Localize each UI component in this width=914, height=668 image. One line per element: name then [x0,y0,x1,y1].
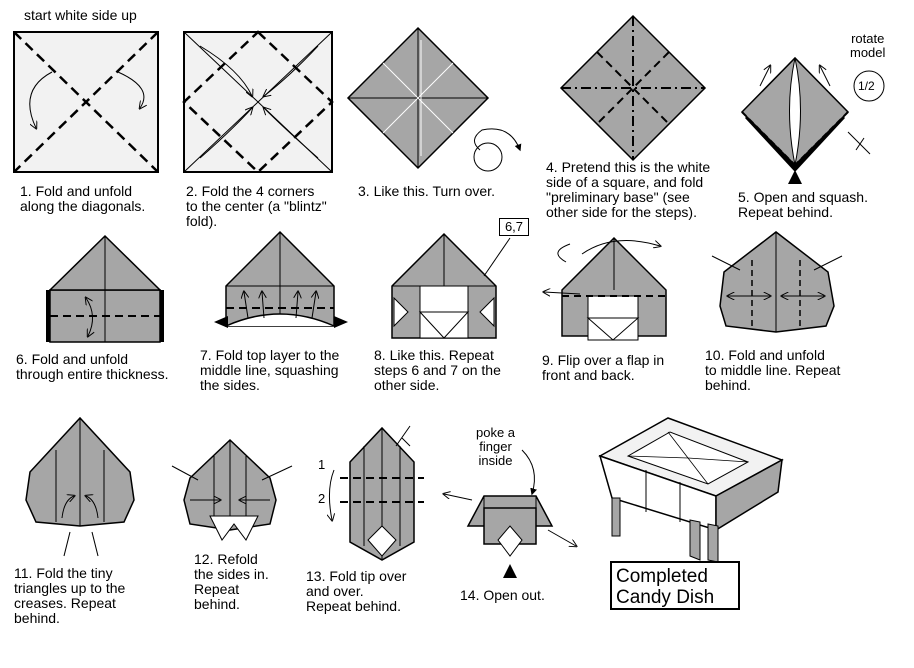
step-4-caption: 4. Pretend this is the white side of a s… [546,159,711,220]
step-9-caption: 9. Flip over a flap in front and back. [542,352,665,383]
start-note: start white side up [24,7,137,23]
step-12-caption: 12. Refold the sides in. Repeat behind. [194,551,269,612]
push-arrow-icon [503,564,517,578]
step-5-caption: 5. Open and squash. Repeat behind. [738,189,868,220]
fold-arrow-icon [199,45,252,96]
step-11-figure [25,416,135,557]
step-1-caption: 1. Fold and unfold along the diagonals. [20,183,146,214]
step-12-figure [171,438,293,541]
step-6-figure [46,234,164,343]
step-6-caption: 6. Fold and unfold through entire thickn… [16,351,169,382]
step-2-caption: 2. Fold the 4 corners to the center (a "… [186,183,327,229]
step-8-caption: 8. Like this. Repeat steps 6 and 7 on th… [374,347,501,393]
rotate-model-note: rotate model [850,31,886,60]
rotate-icon [853,70,885,102]
step-14-caption: 14. Open out. [460,587,545,603]
rotate-fraction: 1/2 [858,79,875,93]
fold-marker-2: 2 [318,491,326,506]
fold-arrow-icon [264,108,319,159]
fold-arrow-icon [264,45,319,96]
step-14-figure [444,449,576,578]
fold-arrow-icon [29,71,53,128]
step-11-caption: 11. Fold the tiny triangles up to the cr… [14,565,126,626]
step-10-caption: 10. Fold and unfold to middle line. Repe… [705,347,841,393]
step-13-caption: 13. Fold tip over and over. Repeat behin… [306,568,407,614]
fold-arrow-icon [199,108,252,159]
step-3-caption: 3. Like this. Turn over. [358,183,495,199]
step-2-figure [182,30,334,174]
poke-note: poke a finger inside [476,425,516,468]
step-8-figure [391,232,511,339]
fold-unfold-arrow-icon [86,298,93,336]
push-arrow-icon [788,170,802,184]
step-1-figure [13,31,159,173]
fold-marker-1: 1 [318,457,326,472]
step-7-caption: 7. Fold top layer to the middle line, sq… [200,347,340,393]
step-5-figure [740,56,885,184]
step-10-figure [711,231,843,333]
step-9-figure [544,236,667,341]
step-13-figure [329,425,424,561]
turn-over-icon [474,128,522,152]
step-reference-box: 6,7 [499,218,529,236]
poke-arrow-icon [521,449,537,496]
step-4-figure [559,14,707,162]
step-3-figure [346,26,522,172]
fold-arrow-icon [117,71,144,108]
completed-label: Completed Candy Dish [610,561,740,610]
completed-dish-figure [598,417,784,563]
step-7-figure [214,230,348,328]
